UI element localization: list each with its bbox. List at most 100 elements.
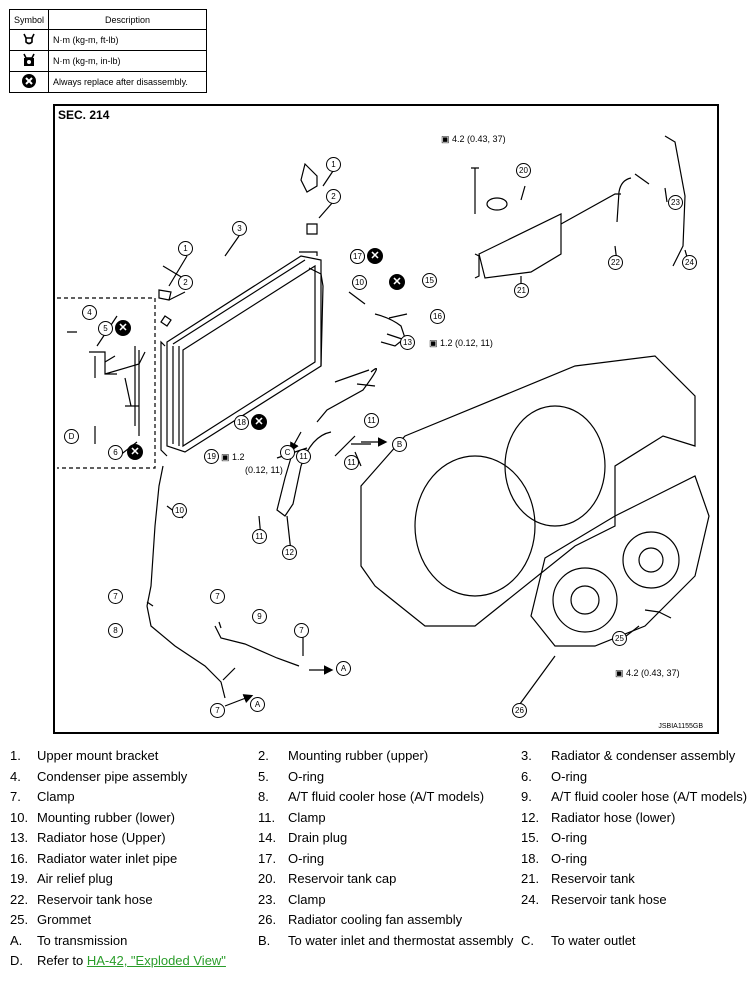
torque-spec-reservoir: ▣ 4.2 (0.43, 37) bbox=[441, 134, 506, 144]
reservoir-tank bbox=[471, 135, 686, 279]
callout-18: 18 bbox=[234, 415, 249, 430]
legend-number: 16. bbox=[10, 850, 29, 866]
callout-25: 25 bbox=[612, 631, 627, 646]
legend-number: 18. bbox=[521, 850, 540, 866]
always-replace-icon: ✕ bbox=[115, 320, 131, 336]
legend-number: C. bbox=[521, 932, 534, 948]
callout-7: 7 bbox=[294, 623, 309, 638]
callout-19: 19 bbox=[204, 449, 219, 464]
legend-text: Drain plug bbox=[288, 830, 348, 845]
legend-number: 3. bbox=[521, 748, 532, 763]
legend-text: A/T fluid cooler hose (A/T models) bbox=[288, 789, 485, 804]
callout-15: 15 bbox=[422, 273, 437, 288]
legend-text: Clamp bbox=[288, 809, 326, 825]
legend-text: Grommet bbox=[37, 912, 92, 927]
torque-wrench-icon bbox=[8, 29, 50, 51]
legend-text: Reservoir tank cap bbox=[288, 871, 397, 886]
legend-number: 17. bbox=[258, 850, 277, 866]
torque-spec-air-relief-values: (0.12, 11) bbox=[245, 465, 283, 475]
legend-text: Mounting rubber (upper) bbox=[288, 748, 429, 763]
callout-11: 11 bbox=[296, 449, 311, 464]
legend-number: 15. bbox=[521, 830, 540, 845]
callout-11: 11 bbox=[344, 455, 359, 470]
torque-wrench-small-icon: ▣ bbox=[429, 338, 438, 348]
legend-text: Mounting rubber (lower) bbox=[37, 809, 176, 825]
legend-number: A. bbox=[10, 932, 23, 948]
legend-text: To water inlet and thermostat assembly bbox=[288, 932, 514, 948]
legend-text: Radiator hose (lower) bbox=[551, 809, 676, 825]
callout-d: D bbox=[64, 429, 79, 444]
callout-11: 11 bbox=[364, 413, 379, 428]
torque-spec-air-relief: ▣ 1.2 bbox=[221, 452, 245, 462]
legend-number: 22. bbox=[10, 891, 29, 907]
callout-16: 16 bbox=[430, 309, 445, 324]
legend-number: 4. bbox=[10, 768, 21, 784]
always-replace-icon bbox=[8, 71, 50, 93]
legend-number: 8. bbox=[258, 789, 269, 804]
torque-wrench-small-icon: ▣ bbox=[615, 668, 624, 678]
legend-text: Radiator water inlet pipe bbox=[37, 850, 178, 866]
legend-text: Reservoir tank hose bbox=[37, 891, 153, 907]
torque-wrench-small-icon: ▣ bbox=[441, 134, 450, 144]
callout-21: 21 bbox=[514, 283, 529, 298]
legend-number: B. bbox=[258, 932, 271, 948]
legend-text: Radiator hose (Upper) bbox=[37, 830, 166, 845]
callout-10: 10 bbox=[352, 275, 367, 290]
torque-wrench-small-icon: ▣ bbox=[221, 452, 230, 462]
callout-13: 13 bbox=[400, 335, 415, 350]
description-header: Description bbox=[48, 9, 207, 30]
legend-number: 20. bbox=[258, 871, 277, 886]
callout-a: A bbox=[336, 661, 351, 676]
exploded-view-link[interactable]: HA-42, "Exploded View" bbox=[86, 953, 226, 968]
callout-8: 8 bbox=[108, 623, 123, 638]
always-replace-icon: ✕ bbox=[367, 248, 383, 264]
callout-17: 17 bbox=[350, 249, 365, 264]
legend-text: O-ring bbox=[551, 830, 588, 845]
legend-number: 1. bbox=[10, 748, 21, 763]
torque-wrench-small-icon bbox=[8, 50, 50, 72]
callout-7: 7 bbox=[108, 589, 123, 604]
legend-number: 7. bbox=[10, 789, 21, 804]
symbol-description: N·m (kg-m, in-lb) bbox=[48, 50, 207, 72]
callout-9: 9 bbox=[252, 609, 267, 624]
legend-number: 21. bbox=[521, 871, 540, 886]
callout-2: 2 bbox=[178, 275, 193, 290]
callout-6: 6 bbox=[108, 445, 123, 460]
torque-spec-drain-plug: ▣ 1.2 (0.12, 11) bbox=[429, 338, 493, 348]
callout-5: 5 bbox=[98, 321, 113, 336]
legend-number: 9. bbox=[521, 789, 532, 804]
callout-26: 26 bbox=[512, 703, 527, 718]
legend-number: 12. bbox=[521, 809, 540, 825]
callout-23: 23 bbox=[668, 195, 683, 210]
legend-number: 6. bbox=[521, 768, 532, 784]
legend-number: 25. bbox=[10, 912, 29, 927]
callout-a: A bbox=[250, 697, 265, 712]
callout-4: 4 bbox=[82, 305, 97, 320]
callout-20: 20 bbox=[516, 163, 531, 178]
legend-text: O-ring bbox=[288, 768, 325, 784]
fan-shroud bbox=[360, 355, 696, 627]
legend-text: Clamp bbox=[288, 891, 326, 907]
legend-number: 24. bbox=[521, 891, 540, 907]
callout-22: 22 bbox=[608, 255, 623, 270]
legend-number: 5. bbox=[258, 768, 269, 784]
symbol-description: Always replace after disassembly. bbox=[48, 71, 207, 93]
torque-spec-fan: ▣ 4.2 (0.43, 37) bbox=[615, 668, 680, 678]
reference-prefix: Refer to bbox=[37, 953, 87, 968]
legend-text: Clamp bbox=[37, 789, 75, 804]
callout-b: B bbox=[392, 437, 407, 452]
legend-text: Radiator & condenser assembly bbox=[551, 748, 736, 763]
legend-number: 10. bbox=[10, 809, 29, 825]
callout-11: 11 bbox=[252, 529, 267, 544]
fan-assembly bbox=[530, 475, 710, 647]
legend-number: 26. bbox=[258, 912, 277, 927]
callout-7: 7 bbox=[210, 589, 225, 604]
callout-12: 12 bbox=[282, 545, 297, 560]
always-replace-icon: ✕ bbox=[127, 444, 143, 460]
